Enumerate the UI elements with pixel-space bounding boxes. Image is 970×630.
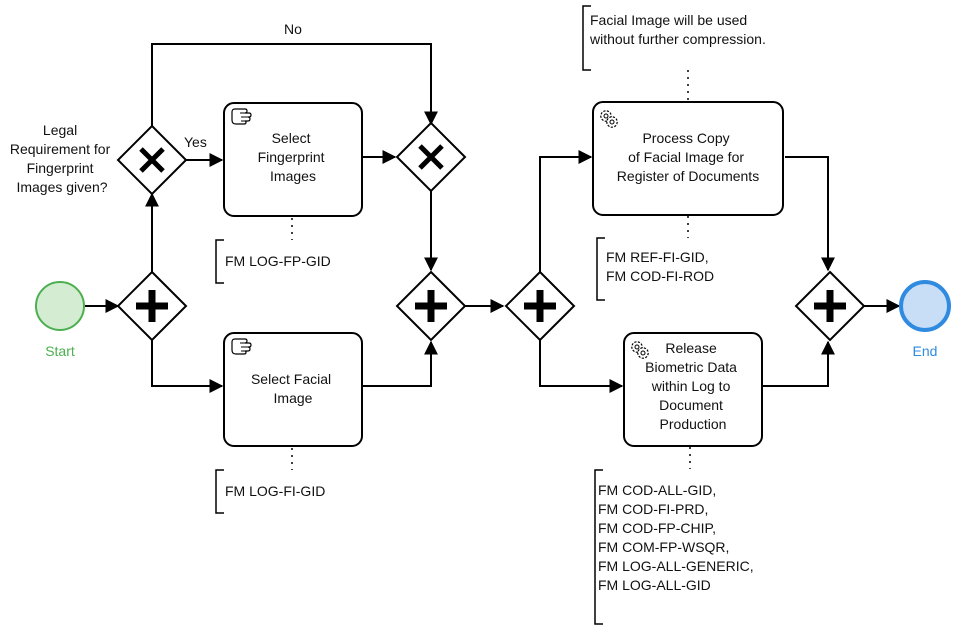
flow-facial-to-join	[363, 340, 438, 387]
svg-text:FM REF-FI-GID, FM COD-FI: FM REF-FI-GID, FM COD-FI-ROD	[606, 249, 714, 284]
flow-fork-to-select-facial	[151, 340, 224, 393]
end-event[interactable]	[899, 280, 951, 332]
annotation-log-fp-gid: FM LOG-FP-GID	[215, 239, 331, 284]
annotation-release-list: FM COD-ALL-GID, FM COD-FI-PRD, FM COD-FP…	[594, 469, 757, 625]
start-event[interactable]	[35, 281, 85, 331]
task-select-facial-image[interactable]: Select Facial Image	[223, 332, 363, 447]
parallel-gateway-final-join[interactable]	[794, 270, 866, 342]
svg-text:FM LOG-FP-GID: FM LOG-FP-GID	[225, 253, 331, 269]
plus-icon	[524, 290, 556, 322]
task-process-copy-facial-image[interactable]: Process Copy of Facial Image for Registe…	[592, 101, 784, 216]
x-icon	[139, 147, 165, 173]
task-label: Release Biometric Data within Log to Doc…	[645, 340, 741, 432]
parallel-gateway-join[interactable]	[395, 270, 467, 342]
svg-text:Facial Image will be used: Facial Image will be used without furthe…	[589, 12, 766, 47]
task-label: Select Fingerprint Images	[258, 130, 329, 184]
task-select-fingerprint-images[interactable]: Select Fingerprint Images	[223, 102, 363, 217]
plus-icon	[814, 290, 846, 322]
plus-icon	[415, 290, 447, 322]
no-label: No	[284, 21, 302, 37]
task-label: Process Copy of Facial Image for Registe…	[617, 130, 759, 184]
yes-label: Yes	[184, 134, 207, 150]
flow-process-to-final-join	[785, 156, 835, 272]
svg-text:FM COD-ALL-GID, FM COD-F: FM COD-ALL-GID, FM COD-FI-PRD, FM COD-FP…	[598, 482, 757, 593]
parallel-gateway-split[interactable]	[504, 270, 576, 342]
task-label: Select Facial Image	[251, 371, 335, 406]
plus-icon	[136, 290, 168, 322]
task-release-biometric-data[interactable]: Release Biometric Data within Log to Doc…	[623, 332, 763, 447]
flow-no-bypass	[151, 43, 438, 126]
exclusive-gateway-merge[interactable]	[395, 121, 467, 193]
parallel-gateway-fork[interactable]	[116, 270, 188, 342]
annotation-log-fi-gid: FM LOG-FI-GID	[215, 469, 325, 514]
associations	[291, 70, 691, 470]
start-label: Start	[45, 343, 75, 359]
legal-requirement-label: Legal Requirement for Fingerprint Images…	[10, 122, 114, 195]
svg-text:FM LOG-FI-GID: FM LOG-FI-GID	[225, 483, 325, 499]
x-icon	[418, 144, 444, 170]
flow-split-to-process-copy	[539, 150, 593, 272]
end-label: End	[913, 343, 938, 359]
flow-split-to-release	[539, 340, 624, 393]
annotation-ref-cod: FM REF-FI-GID, FM COD-FI-ROD	[596, 237, 714, 301]
flow-release-to-final-join	[763, 340, 835, 387]
exclusive-gateway-legal[interactable]	[116, 124, 188, 196]
sequence-flows	[85, 43, 901, 393]
annotation-compression-note: Facial Image will be used without furthe…	[582, 5, 766, 71]
